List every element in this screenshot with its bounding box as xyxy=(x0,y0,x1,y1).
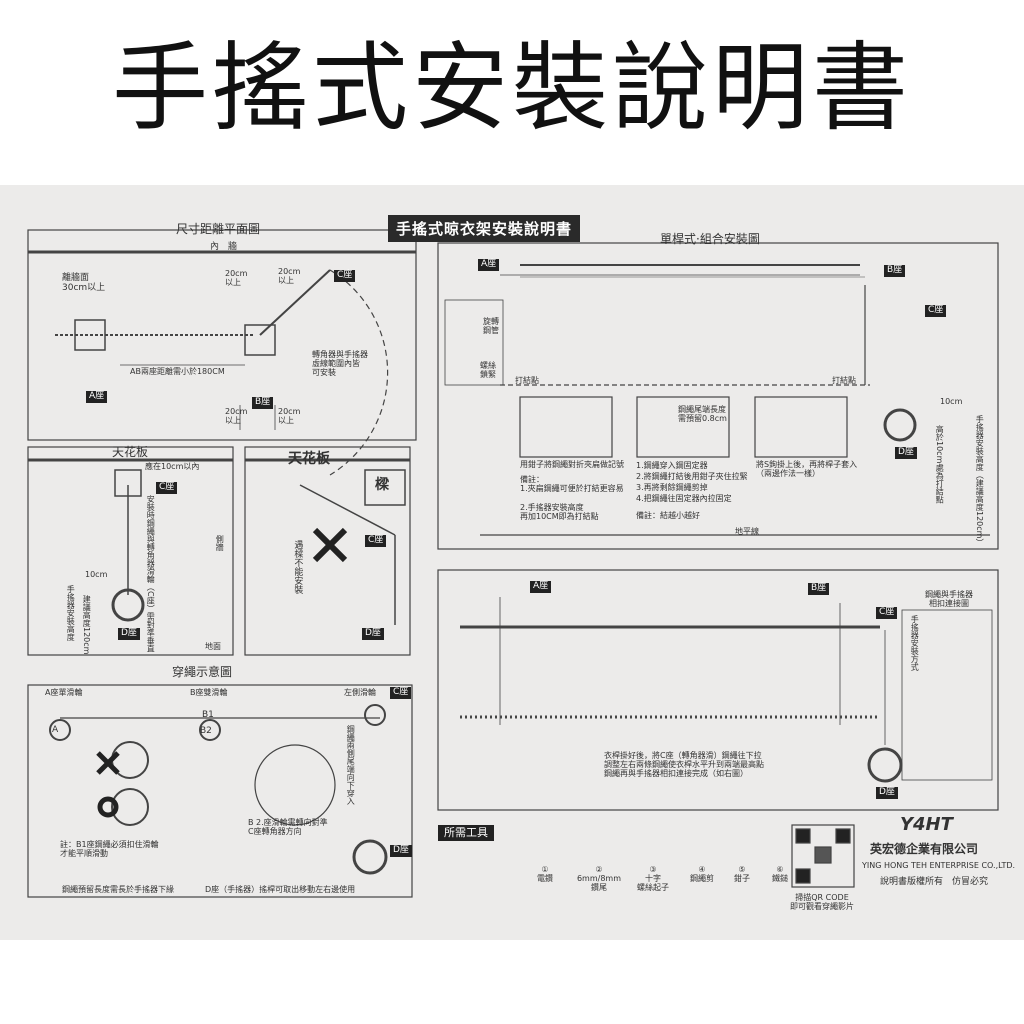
step1-height: 2.手搖器安裝高度 再加10CM即為打結點 xyxy=(520,503,599,522)
screw-tight: 螺絲 鎖緊 xyxy=(480,361,496,380)
wall-distance: 離牆面 30cm以上 xyxy=(62,273,106,294)
step3-b: 2.將鋼繩打結後用鉗子夾住拉緊 xyxy=(636,472,748,481)
ceiling1-title: 天花板 xyxy=(112,445,149,459)
gap-label-b: 20cm 以上 xyxy=(278,267,301,286)
assembly-dist-10: 10cm xyxy=(940,397,963,406)
assembly-tag-d: D座 xyxy=(895,447,917,459)
left-pulley: 左側滑輪 xyxy=(344,688,376,697)
assembly-tag-a: A座 xyxy=(478,259,500,271)
assembly-tag-c: C座 xyxy=(925,305,947,317)
gap-label-d: 20cm 以上 xyxy=(278,407,301,426)
floor-label: 地面 xyxy=(205,642,221,651)
crank-install-note: 手搖器安裝高度（建議高度120cm） xyxy=(975,415,985,547)
rope-end-note: 鋼繩兩側尾端向下穿入 xyxy=(346,725,356,805)
step1-remark: 備註： 1.夾扁鋼繩可便於打結更容易 xyxy=(520,475,624,494)
combo-tag-b: B座 xyxy=(808,583,830,595)
threading-note1: 註：B1座鋼繩必須扣住滑輪 才能平順滑動 xyxy=(60,840,159,859)
rotate-pipe: 旋轉 鋼管 xyxy=(483,317,499,336)
install-note: 安裝時鋼繩與轉角器滑輪（C座）需對準垂直 xyxy=(146,495,156,653)
gap-label-a: 20cm 以上 xyxy=(225,269,248,288)
plan-tag-a: A座 xyxy=(86,391,108,403)
combo-tag-a: A座 xyxy=(530,581,552,593)
plan-tag-b: B座 xyxy=(252,397,274,409)
rotate-note: 轉角器與手搖器 虛線範圍內皆 可安裝 xyxy=(312,350,368,378)
threading-note2: B 2.座滑輪需轉向對準 C座轉角器方向 xyxy=(248,818,328,837)
threading-tag-c: C座 xyxy=(390,687,412,699)
company-logo: Y4HT xyxy=(900,814,953,835)
plan-panel-frame xyxy=(27,229,417,441)
tool-item: ③ 十字 螺絲起子 xyxy=(637,865,669,893)
crank-method: 手搖器安裝方式 xyxy=(910,615,920,671)
tool-item: ① 電鑽 xyxy=(537,865,553,884)
threading-title: 穿繩示意圖 xyxy=(172,665,233,679)
qr-caption: 掃描QR CODE 即可觀看穿繩影片 xyxy=(790,893,854,912)
sheet-title: 手搖式晾衣架安裝說明書 xyxy=(388,215,581,242)
threading-tag-d: D座 xyxy=(390,845,412,857)
knot-point-left: 打結點 xyxy=(515,376,539,385)
dist-10cm: 10cm xyxy=(85,570,108,579)
assembly-panel-frame xyxy=(437,242,999,550)
ceiling1-tag-d: D座 xyxy=(118,628,140,640)
combo-tag-d: D座 xyxy=(876,787,898,799)
combo-description: 衣桿掛好後，將C座（轉角器滑）鋼繩往下拉 調整左右兩條鋼繩使衣桿水平升到兩端最高… xyxy=(604,751,764,779)
label-b2: B2 xyxy=(200,726,212,736)
ceiling2-tag-c: C座 xyxy=(365,535,387,547)
threading-bottom1: 鋼繩預留長度需長於手搖器下緣 xyxy=(62,885,174,894)
step4-text: 將S鉤掛上後，再將桿子套入 （兩邊作法一樣） xyxy=(756,460,858,479)
tool-item: ⑥ 鐵鎚 xyxy=(772,865,788,884)
threading-panel-frame xyxy=(27,684,413,898)
sheet-drawing xyxy=(27,229,999,898)
a-single-pulley: A座單滑輪 xyxy=(45,688,83,697)
crank-height: 手搖器安裝高度 xyxy=(66,585,76,641)
label-b1: B1 xyxy=(202,710,214,720)
above-10-note: 高於10cm處為打結點 xyxy=(935,425,945,504)
copyright-note: 說明書版權所有 仿冒必究 xyxy=(880,877,989,887)
ceiling-panel-frame xyxy=(27,446,234,656)
inner-wall-label: 內 牆 xyxy=(210,242,238,252)
ceiling2-tag-d: D座 xyxy=(362,628,384,640)
gap-label-c: 20cm 以上 xyxy=(225,407,248,426)
step3-d: 4.把鋼繩往固定器內拉固定 xyxy=(636,494,732,503)
assembly-remark: 備註：結越小越好 xyxy=(636,511,700,520)
tool-item: ④ 鋼繩剪 xyxy=(690,865,714,884)
ceiling2-title: 天花板 xyxy=(288,451,330,467)
within-note: 應在10cm以內 xyxy=(145,462,200,471)
rope-height: 建議高度120cm xyxy=(82,595,92,655)
step3-a: 1.鋼繩穿入鋼固定器 xyxy=(636,461,708,470)
ceiling1-tag-c: C座 xyxy=(156,482,178,494)
step1-text: 用鉗子將鋼繩對折夾扁做記號 xyxy=(520,460,624,469)
rope-connect-title: 鋼繩與手搖器 相扣連接圖 xyxy=(925,590,973,609)
plan-title: 尺寸距離平面圖 xyxy=(176,222,261,236)
side-wall: 側牆 xyxy=(215,535,225,551)
beam-panel-frame xyxy=(244,446,411,656)
threading-bottom2: D座（手搖器）搖桿可取出移動左右邊使用 xyxy=(205,885,356,894)
tools-title: 所需工具 xyxy=(438,825,494,842)
step3-c: 3.再將剩餘鋼繩剪掉 xyxy=(636,483,708,492)
b-double-pulley: B座雙滑輪 xyxy=(190,688,228,697)
label-a: A xyxy=(52,725,59,735)
step2-text: 鋼繩尾端長度 需預留0.8cm xyxy=(678,405,727,424)
instruction-sheet: 手搖式晾衣架安裝說明書 單桿式·組合安裝圖 尺寸距離平面圖 內 牆 離牆面 30… xyxy=(0,185,1024,940)
beam-label: 樑 xyxy=(375,477,389,493)
ground-line: 地平線 xyxy=(735,527,759,536)
combo-panel-frame xyxy=(437,569,999,811)
tool-item: ② 6mm/8mm 鑽尾 xyxy=(576,865,622,893)
plan-tag-c: C座 xyxy=(334,270,356,282)
company-name: 英宏德企業有限公司 xyxy=(870,842,979,856)
company-name-en: YING HONG TEH ENTERPRISE CO.,LTD. xyxy=(862,861,1016,870)
assembly-tag-b: B座 xyxy=(884,265,906,277)
beam-warning: 遇樑不能安裝 xyxy=(292,540,303,594)
ab-distance: AB兩座距離需小於180CM xyxy=(130,367,225,376)
page-title: 手搖式安裝說明書 xyxy=(112,32,912,144)
tool-item: ⑤ 鉗子 xyxy=(734,865,750,884)
combo-tag-c: C座 xyxy=(876,607,898,619)
knot-point-right: 打結點 xyxy=(832,376,856,385)
sheet-subtitle: 單桿式·組合安裝圖 xyxy=(660,232,760,246)
